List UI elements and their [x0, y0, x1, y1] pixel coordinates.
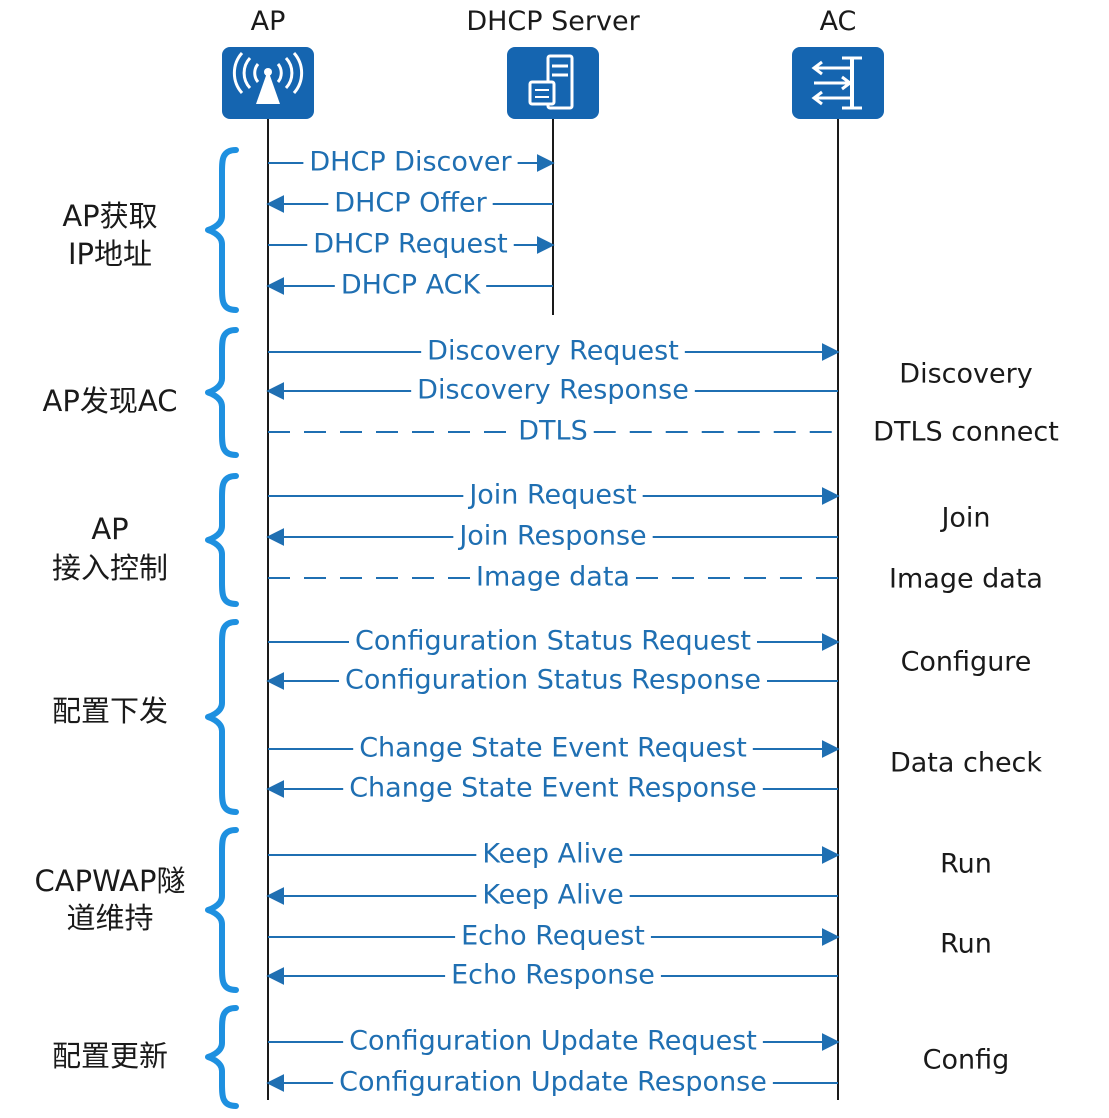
state-label: Configure	[901, 647, 1032, 678]
phase-label: AP发现AC	[43, 384, 178, 418]
state-label: Join	[939, 503, 990, 534]
actor-title-dhcp-server: DHCP Server	[466, 6, 640, 37]
state-label: Run	[940, 929, 992, 960]
message-label: Join Request	[467, 480, 636, 511]
message-label: DHCP ACK	[341, 270, 482, 301]
phase-group: 配置下发 Configuration Status RequestConfigur…	[52, 619, 1042, 815]
message-label: Discovery Response	[417, 375, 689, 406]
access-controller-icon	[792, 47, 884, 119]
message-label: DTLS	[518, 416, 587, 447]
message-label: Echo Response	[451, 960, 655, 991]
phase-label: AP获取	[62, 199, 157, 233]
phase-label: CAPWAP隧	[35, 864, 186, 898]
message-label: Keep Alive	[482, 880, 623, 911]
phase-brace	[205, 1005, 239, 1109]
phase-label: 配置更新	[52, 1039, 168, 1073]
message-label: Configuration Update Request	[349, 1026, 757, 1057]
message-label: Configuration Status Response	[345, 665, 761, 696]
actor-title-ac: AC	[820, 6, 857, 37]
phase-label: 接入控制	[52, 551, 168, 585]
message-label: Change State Event Request	[359, 733, 747, 764]
message-label: Join Response	[457, 521, 646, 552]
phase-label: AP	[91, 512, 128, 546]
state-label: Image data	[889, 564, 1043, 595]
message-label: Change State Event Response	[349, 773, 757, 804]
phase-brace	[205, 827, 239, 993]
phase-label: 配置下发	[52, 694, 168, 728]
phase-brace	[205, 619, 239, 815]
phase-group: 配置更新 Configuration Update RequestConfigur…	[52, 1005, 1010, 1109]
message-label: DHCP Discover	[309, 147, 512, 178]
actor-title-ap: AP	[251, 6, 286, 37]
message-label: Image data	[476, 562, 630, 593]
state-label: Data check	[890, 748, 1042, 779]
state-label: Discovery	[899, 359, 1032, 390]
state-label: Run	[940, 849, 992, 880]
wireless-ap-icon	[222, 47, 314, 119]
state-label: Config	[923, 1045, 1010, 1076]
message-label: Configuration Status Request	[355, 626, 751, 657]
phase-label: IP地址	[68, 237, 152, 271]
phase-brace	[205, 473, 239, 607]
message-label: Keep Alive	[482, 839, 623, 870]
phase-label: 道维持	[66, 901, 153, 935]
message-label: Echo Request	[461, 921, 645, 952]
state-label: DTLS connect	[873, 417, 1059, 448]
phase-brace	[205, 147, 239, 313]
server-icon	[507, 47, 599, 119]
message-label: Configuration Update Response	[339, 1067, 767, 1098]
message-label: DHCP Request	[313, 229, 507, 260]
message-label: Discovery Request	[427, 336, 679, 367]
message-label: DHCP Offer	[334, 188, 487, 219]
phase-brace	[205, 327, 239, 458]
